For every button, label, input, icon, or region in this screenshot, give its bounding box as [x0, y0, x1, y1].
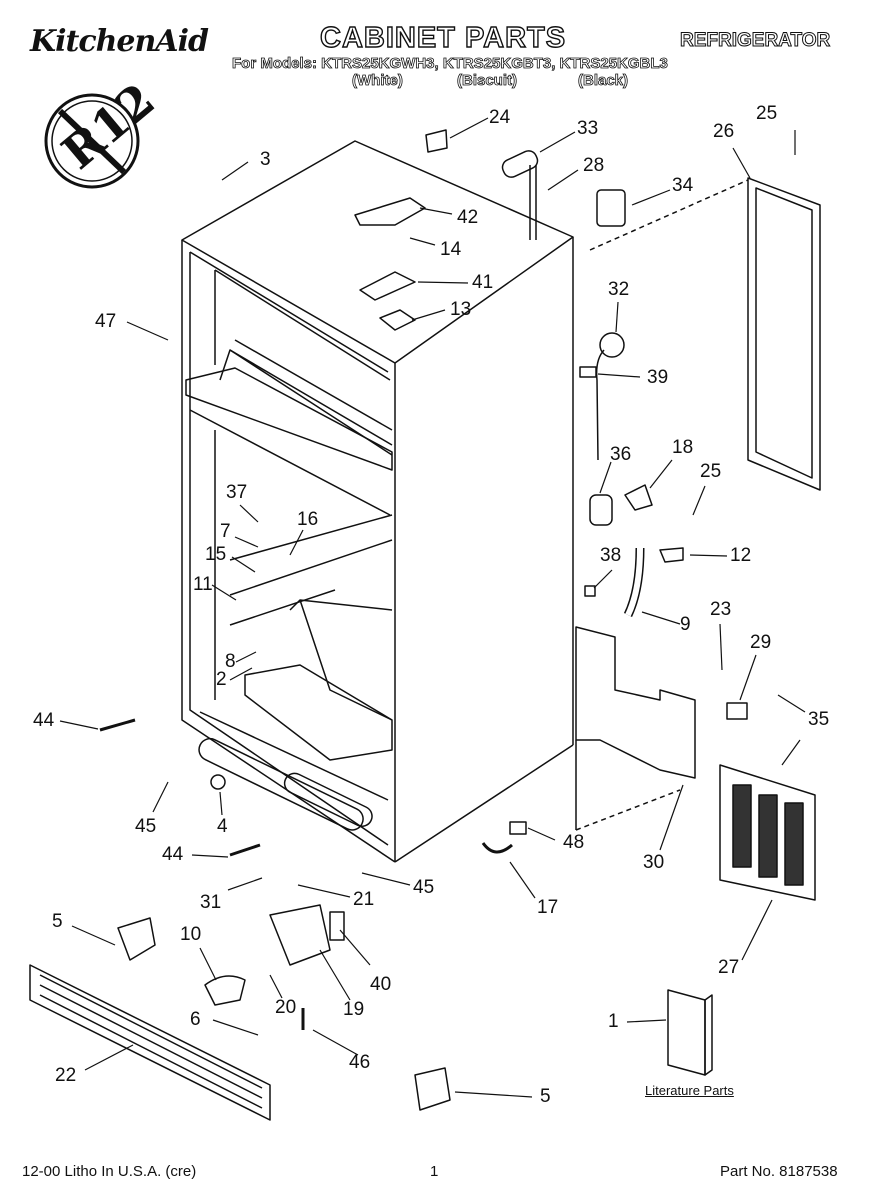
- callout-17: 17: [537, 897, 559, 918]
- callout-34: 34: [672, 175, 694, 196]
- part-17: [481, 842, 513, 854]
- callout-21: 21: [353, 889, 375, 910]
- callout-2: 2: [216, 669, 227, 690]
- part-5-top: [117, 917, 156, 961]
- callout-41: 41: [472, 272, 494, 293]
- callout-22: 22: [55, 1065, 77, 1086]
- callout-7: 7: [220, 521, 231, 542]
- callout-5-bottom: 5: [540, 1086, 551, 1107]
- callout-1: 1: [608, 1011, 619, 1032]
- callout-31: 31: [200, 892, 222, 913]
- callout-44-bottom: 44: [162, 844, 184, 865]
- callout-32: 32: [608, 279, 630, 300]
- callout-45-right: 45: [413, 877, 435, 898]
- part-18: [624, 484, 653, 511]
- callout-44-top: 44: [33, 710, 55, 731]
- callout-30: 30: [643, 852, 665, 873]
- callout-26: 26: [713, 121, 735, 142]
- callout-37: 37: [226, 482, 248, 503]
- part-27: [719, 764, 816, 901]
- callout-42: 42: [457, 207, 479, 228]
- callout-19: 19: [343, 999, 365, 1020]
- part-34: [596, 189, 626, 227]
- callout-27: 27: [718, 957, 740, 978]
- callout-18: 18: [672, 437, 694, 458]
- part-40: [329, 911, 345, 941]
- footer-part-number: Part No. 8187538: [720, 1163, 838, 1180]
- callout-47: 47: [95, 311, 117, 332]
- callout-45-left: 45: [135, 816, 157, 837]
- part-29: [726, 702, 748, 720]
- callout-29: 29: [750, 632, 772, 653]
- variant-biscuit: (Biscuit): [457, 72, 518, 90]
- callout-5-top: 5: [52, 911, 63, 932]
- part-26: [747, 177, 821, 491]
- footer-page-number: 1: [430, 1163, 439, 1180]
- part-33: [501, 150, 539, 178]
- part-36: [589, 494, 613, 526]
- callout-28: 28: [583, 155, 605, 176]
- callout-24: 24: [489, 107, 511, 128]
- part-19: [269, 904, 331, 966]
- callout-9: 9: [680, 614, 691, 635]
- page-title: CABINET PARTS: [319, 21, 567, 54]
- callout-36: 36: [610, 444, 632, 465]
- part-5-bottom: [414, 1067, 451, 1111]
- brand-logo: KitchenAid: [30, 24, 209, 59]
- part-44-top: [99, 718, 136, 732]
- callout-20: 20: [275, 997, 297, 1018]
- callout-14: 14: [440, 239, 462, 260]
- callout-33: 33: [577, 118, 599, 139]
- part-22: [29, 964, 271, 1121]
- part-10: [204, 975, 246, 1006]
- part-12: [659, 547, 684, 563]
- variant-white: (White): [352, 72, 404, 90]
- callout-40: 40: [370, 974, 392, 995]
- no-r12-icon: [44, 93, 140, 189]
- callout-13: 13: [450, 299, 472, 320]
- part-42: [354, 197, 426, 226]
- callout-15: 15: [205, 544, 227, 565]
- callout-8: 8: [225, 651, 236, 672]
- part-44-bottom: [229, 843, 261, 857]
- part-48: [509, 821, 527, 835]
- part-39: [579, 366, 597, 378]
- part-38: [584, 585, 596, 597]
- part-41: [359, 271, 416, 301]
- callout-38: 38: [600, 545, 622, 566]
- callout-25-mid: 25: [700, 461, 722, 482]
- callout-16: 16: [297, 509, 319, 530]
- footer-litho: 12-00 Litho In U.S.A. (cre): [22, 1163, 197, 1180]
- variant-black: (Black): [578, 72, 629, 90]
- part-13: [379, 309, 416, 331]
- callout-12: 12: [730, 545, 752, 566]
- callout-23: 23: [710, 599, 732, 620]
- callout-10: 10: [180, 924, 202, 945]
- part-24: [425, 129, 448, 153]
- callout-46: 46: [349, 1052, 371, 1073]
- callout-35: 35: [808, 709, 830, 730]
- callout-11: 11: [193, 574, 213, 595]
- appliance-category: REFRIGERATOR: [679, 30, 831, 52]
- callout-48: 48: [563, 832, 585, 853]
- callout-39: 39: [647, 367, 669, 388]
- callout-6: 6: [190, 1009, 201, 1030]
- part-1: [667, 989, 706, 1076]
- cabinet-shell: [181, 140, 574, 863]
- callout-25-top: 25: [756, 103, 778, 124]
- part-32: [599, 332, 625, 358]
- callout-3: 3: [260, 149, 271, 170]
- callout-4: 4: [217, 816, 228, 837]
- models-line: For Models: KTRS25KGWH3, KTRS25KGBT3, KT…: [232, 55, 669, 73]
- part-4: [210, 774, 226, 790]
- part-30: [575, 626, 696, 779]
- literature-parts-label: Literature Parts: [645, 1083, 734, 1098]
